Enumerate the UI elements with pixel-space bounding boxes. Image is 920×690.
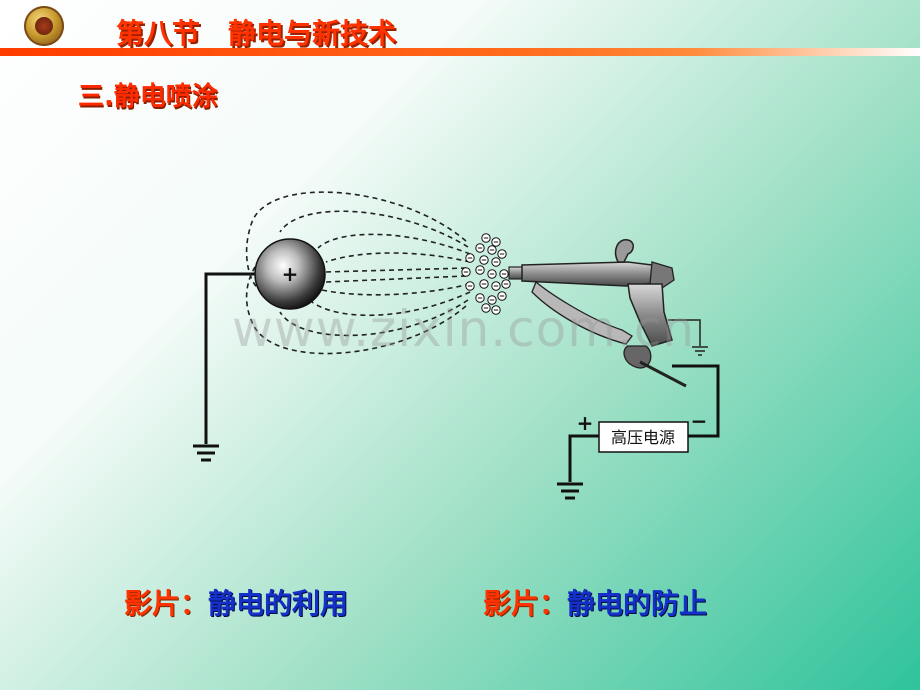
page-title: 第八节 静电与新技术 <box>116 17 397 50</box>
sphere-charge-label: + <box>282 262 299 286</box>
watermark: www.zixin.com.cn <box>232 300 696 358</box>
spray-gun-icon <box>508 239 708 388</box>
video-link-text[interactable]: 静电的利用 <box>208 587 349 620</box>
video-link-prevention[interactable]: 影片：静电的防止 <box>483 582 707 622</box>
psu-plus-terminal: + <box>577 411 594 435</box>
charged-sphere: + <box>254 238 326 310</box>
video-link-label: 影片： <box>124 587 209 620</box>
section-heading: 三.静电喷涂 <box>78 82 218 112</box>
school-emblem-icon <box>24 6 64 46</box>
video-link-utilization[interactable]: 影片：静电的利用 <box>124 582 348 622</box>
ground-symbol-right <box>557 482 583 500</box>
paint-particles <box>461 233 511 315</box>
video-link-text[interactable]: 静电的防止 <box>567 587 708 620</box>
ground-symbol-left <box>193 444 219 462</box>
sphere-ground-wire <box>204 272 258 444</box>
psu-minus-terminal: − <box>691 409 708 433</box>
power-supply-label: 高压电源 <box>611 428 675 447</box>
video-link-label: 影片： <box>483 587 568 620</box>
supply-wire <box>568 364 720 482</box>
title-underline-bar <box>0 48 920 56</box>
high-voltage-power-supply: 高压电源 + − <box>577 409 708 453</box>
electric-field-lines <box>245 191 471 355</box>
